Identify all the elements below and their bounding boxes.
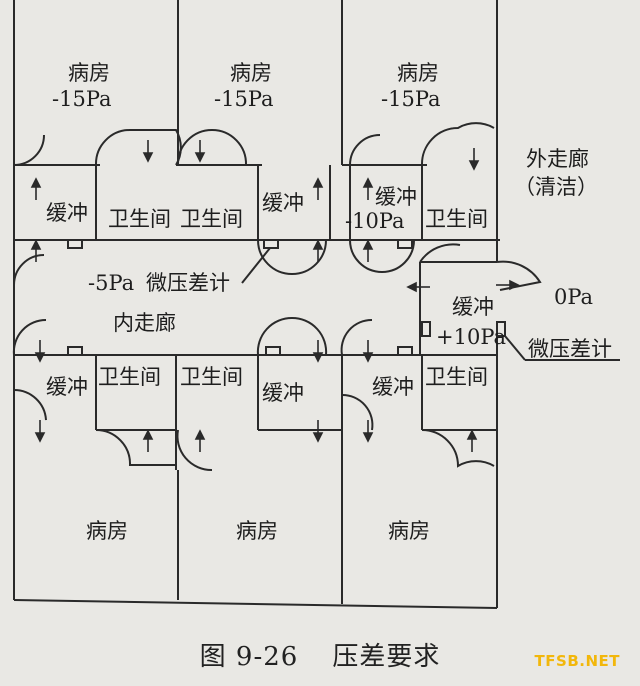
buffer-label-bottom-3: 缓冲: [372, 375, 414, 399]
ward-label-bottom-1: 病房: [86, 519, 128, 543]
toilet-label-bottom-1: 卫生间: [98, 365, 161, 389]
door-swing: [340, 318, 373, 356]
figure-number: 图 9-26: [199, 642, 299, 672]
door-swing: [12, 318, 47, 356]
buffer-pressure-entry: +10Pa: [436, 325, 506, 349]
door-swing: [176, 429, 213, 472]
door-swing: [176, 128, 248, 166]
gauge-box: [496, 321, 506, 337]
arrow-down: [468, 148, 480, 171]
ward-pressure-top-3: -15Pa: [381, 87, 441, 111]
arrow-up: [194, 429, 206, 452]
gauge-box: [421, 321, 431, 337]
arrow-right: [496, 279, 520, 291]
arrow-up: [362, 239, 374, 262]
arrow-down: [312, 420, 324, 443]
arrow-up: [466, 429, 478, 452]
ward-label-top-2: 病房: [230, 61, 272, 85]
outer-corridor-note: （清洁）: [514, 175, 598, 199]
buffer-pressure-top-3: -10Pa: [345, 209, 405, 233]
buffer-label-top-3: 缓冲: [375, 185, 417, 209]
arrow-down: [194, 140, 206, 163]
arrow-up: [30, 177, 42, 200]
ward-label-top-3: 病房: [397, 61, 439, 85]
arrow-down: [312, 340, 324, 363]
inner-corridor-pressure: -5Pa: [88, 271, 134, 295]
buffer-label-bottom-1: 缓冲: [46, 375, 88, 399]
door-swing: [95, 429, 176, 466]
arrow-left: [406, 281, 430, 293]
arrow-up: [312, 177, 324, 200]
door-swing: [349, 134, 381, 166]
toilet-label-top-1: 卫生间: [108, 207, 171, 231]
door-swing: [420, 122, 495, 166]
ward-label-bottom-3: 病房: [388, 519, 430, 543]
arrow-down: [362, 340, 374, 363]
door-swing: [94, 129, 182, 166]
arrow-up: [142, 429, 154, 452]
door-swing: [13, 388, 47, 421]
buffer-label-top-2: 缓冲: [262, 191, 304, 215]
toilet-label-bottom-2: 卫生间: [180, 365, 243, 389]
figure-caption: 图 9-26 压差要求: [0, 636, 640, 673]
ward-pressure-top-2: -15Pa: [214, 87, 274, 111]
floor-plan-diagram: 病房 -15Pa 病房 -15Pa 病房 -15Pa 缓冲 卫生间 卫生间 缓冲…: [12, 0, 620, 609]
door-swing: [496, 260, 542, 291]
toilet-label-top-2: 卫生间: [180, 207, 243, 231]
gauge-box: [67, 346, 83, 356]
gauge-label-corridor: 微压差计: [146, 271, 230, 295]
arrow-down: [142, 140, 154, 163]
gauge-box: [67, 239, 83, 249]
ward-label-top-1: 病房: [68, 61, 110, 85]
outer-corridor-pressure: 0Pa: [554, 285, 593, 309]
arrow-down: [34, 420, 46, 443]
door-swing: [419, 243, 461, 263]
buffer-label-bottom-2: 缓冲: [262, 381, 304, 405]
gauge-box: [397, 346, 413, 356]
figure-title: 压差要求: [332, 642, 441, 672]
toilet-label-bottom-3: 卫生间: [425, 365, 488, 389]
door-swing: [13, 134, 45, 166]
toilet-label-top-3: 卫生间: [425, 207, 488, 231]
gauge-box: [397, 239, 413, 249]
ward-label-bottom-2: 病房: [236, 519, 278, 543]
bottom-wall: [13, 599, 498, 609]
buffer-label-entry: 缓冲: [452, 295, 494, 319]
arrow-up: [30, 239, 42, 262]
ward-pressure-top-1: -15Pa: [52, 87, 112, 111]
gauge-label-entry: 微压差计: [528, 337, 612, 361]
arrow-up: [312, 239, 324, 262]
arrow-down: [34, 340, 46, 363]
buffer-label-top-1: 缓冲: [46, 201, 88, 225]
door-swing: [349, 239, 415, 274]
arrow-down: [362, 420, 374, 443]
door-swing: [341, 393, 374, 431]
arrow-up: [362, 177, 374, 200]
watermark-logo: TFSB.NET: [534, 652, 620, 670]
gauge-box: [265, 346, 281, 356]
door-swing: [257, 239, 327, 276]
door-swing: [13, 254, 45, 286]
gauge-leader: [241, 247, 271, 284]
outer-corridor-label: 外走廊: [526, 147, 589, 171]
gauge-box: [263, 239, 279, 249]
door-swing: [421, 429, 495, 468]
inner-corridor-label: 内走廊: [113, 311, 176, 335]
gauge-leader: [504, 335, 526, 361]
door-swing: [256, 316, 328, 356]
